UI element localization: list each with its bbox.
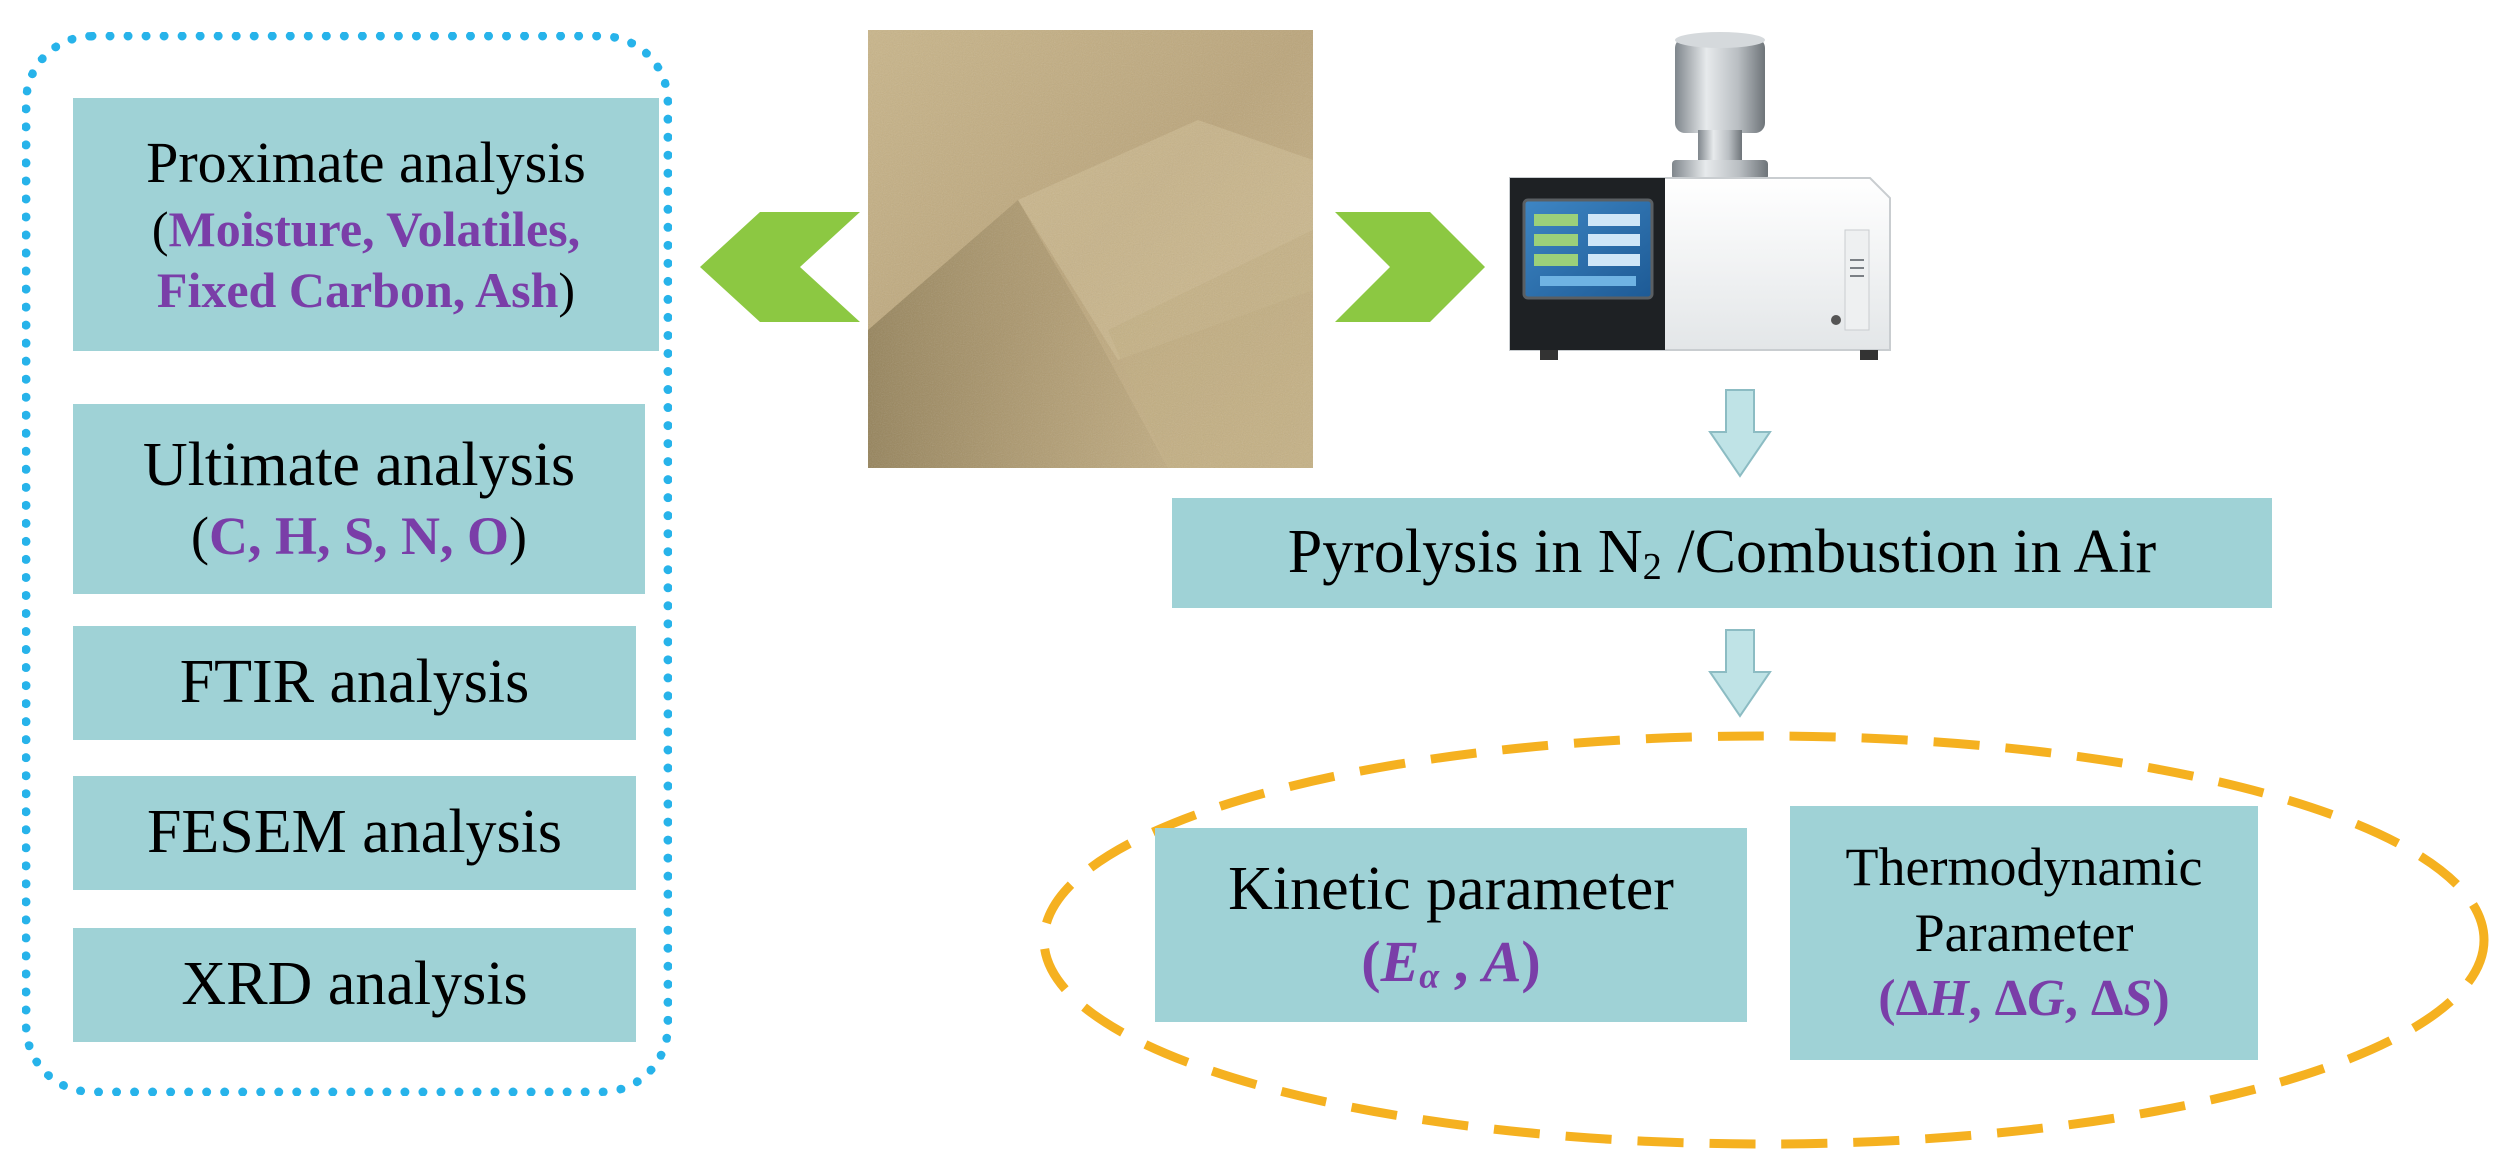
kinetic-symbols: (Eα , A)	[1361, 929, 1541, 996]
thermo-symbols: (ΔH, ΔG, ΔS)	[1878, 970, 2170, 1028]
proximate-line2: Fixed Carbon, Ash	[156, 261, 559, 318]
fesem-analysis-box: FESEM analysis	[73, 776, 636, 890]
process-label: Pyrolysis in N2 /Combustion in Air	[1287, 518, 2157, 588]
xrd-analysis-box: XRD analysis	[73, 928, 636, 1042]
ultimate-elements: (C, H, S, N, O)	[190, 505, 527, 566]
thermo-line2: Parameter	[1914, 903, 2134, 964]
proximate-analysis-box: Proximate analysis (Moisture, Volatiles,…	[73, 98, 659, 351]
light-blue-down-arrow-icon	[1708, 629, 1772, 718]
proximate-components: (Moisture, Volatiles, Fixed Carbon, Ash)	[151, 200, 581, 318]
green-chevron-left-icon	[700, 212, 860, 322]
left-panel-dotted-border	[22, 32, 672, 1096]
biomass-powder-photo	[868, 30, 1313, 468]
thermodynamic-parameter-box: Thermodynamic Parameter (ΔH, ΔG, ΔS)	[1790, 806, 2258, 1060]
kinetic-title: Kinetic parameter	[1228, 854, 1674, 923]
ultimate-analysis-box: Ultimate analysis (C, H, S, N, O)	[73, 404, 645, 594]
ftir-analysis-box: FTIR analysis	[73, 626, 636, 740]
thermo-line1: Thermodynamic	[1845, 837, 2203, 898]
proximate-title: Proximate analysis	[146, 130, 586, 196]
kinetic-parameter-box: Kinetic parameter (Eα , A)	[1155, 828, 1747, 1022]
proximate-line1: Moisture, Volatiles,	[168, 200, 581, 257]
green-chevron-right-icon	[1335, 212, 1485, 322]
ultimate-title: Ultimate analysis	[142, 431, 576, 500]
process-box: Pyrolysis in N2 /Combustion in Air	[1172, 498, 2272, 608]
parameters-dashed-ellipse	[1039, 731, 2489, 1149]
light-blue-down-arrow-icon	[1708, 389, 1772, 478]
thermogravimetric-analyzer-icon	[1509, 32, 1891, 360]
